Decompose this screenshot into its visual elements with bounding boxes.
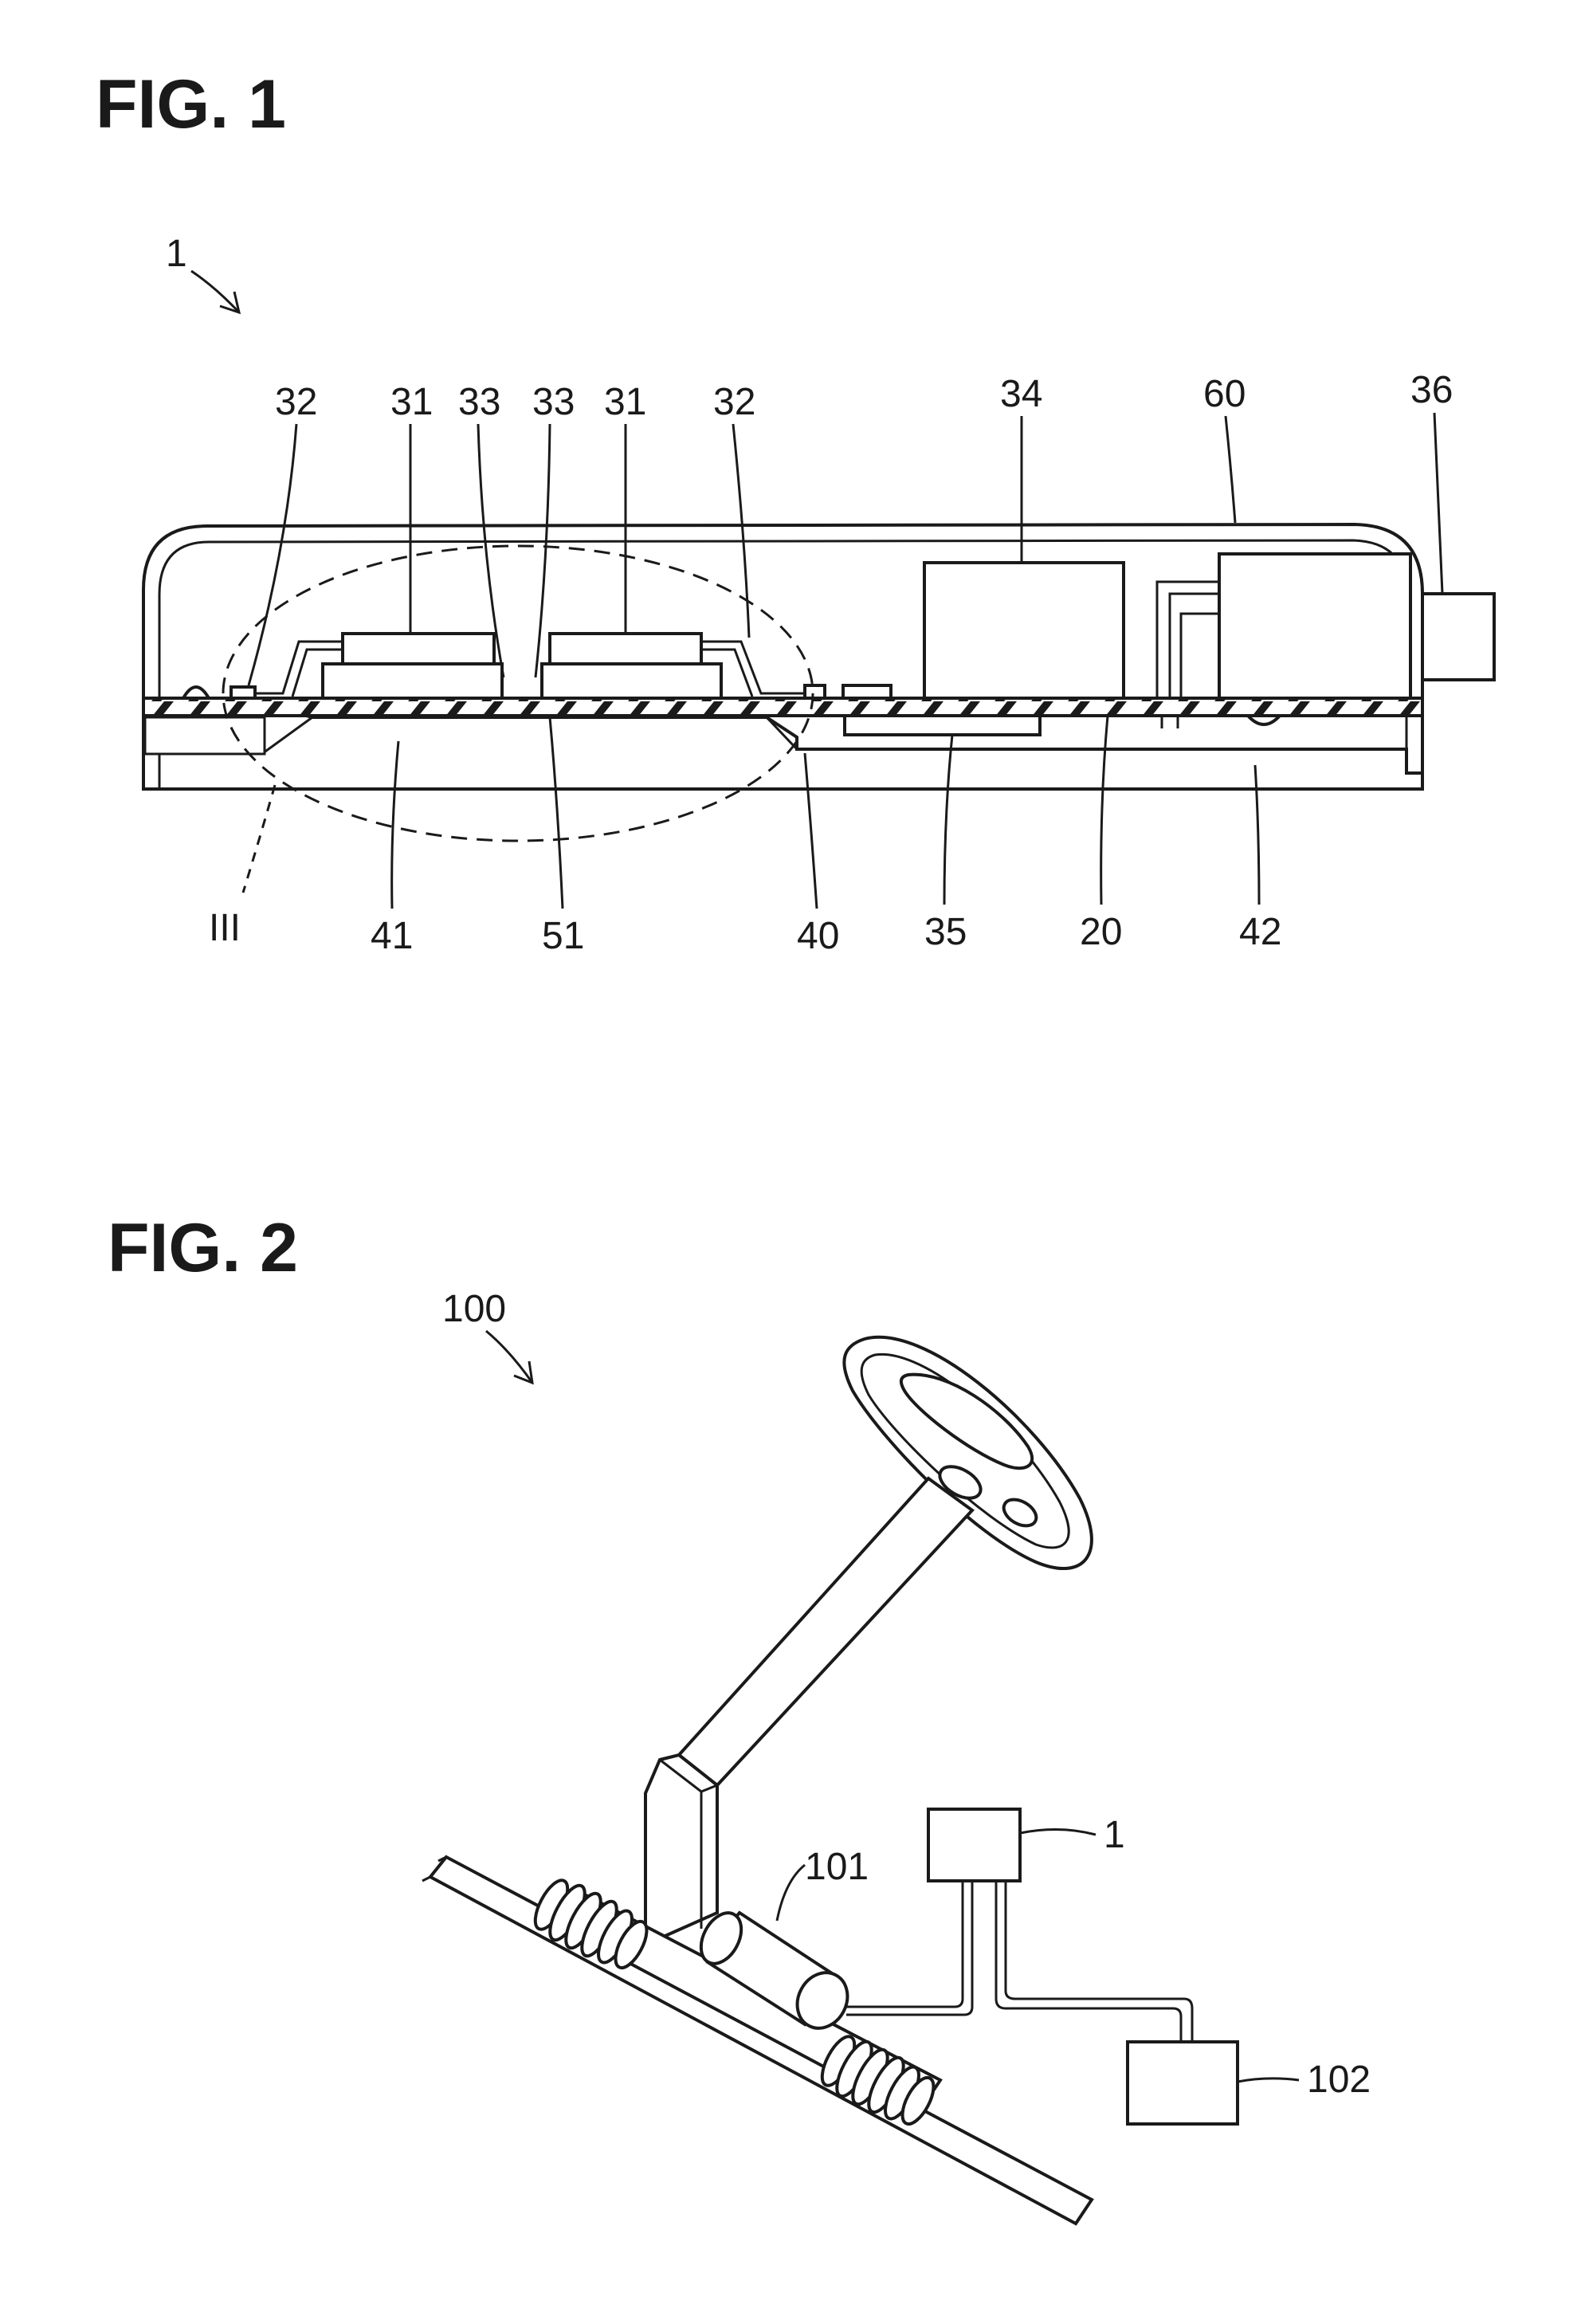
label-31-right: 31 bbox=[604, 381, 646, 423]
steering-column-lower bbox=[645, 1755, 717, 1945]
control-box-102 bbox=[1128, 2042, 1238, 2124]
wire-ecu-to-102-2 bbox=[1006, 1881, 1192, 2042]
label-32-left: 32 bbox=[275, 381, 317, 423]
region-III-leader bbox=[243, 785, 275, 893]
power-element-31-left-base bbox=[323, 664, 502, 698]
label-system-100-arrow bbox=[486, 1331, 532, 1383]
label-51: 51 bbox=[542, 915, 584, 957]
label-34: 34 bbox=[1000, 373, 1042, 415]
fig1-bottom-labels: III 41 51 40 35 20 42 bbox=[209, 907, 1281, 957]
lead-pad-left bbox=[231, 687, 255, 698]
wire-ecu-to-102 bbox=[996, 1881, 1181, 2042]
steering-column bbox=[679, 1478, 972, 1785]
connector-body bbox=[1219, 554, 1410, 698]
power-element-31-right-top bbox=[550, 634, 701, 664]
label-motor-102-leader bbox=[1238, 2079, 1299, 2082]
component-34 bbox=[924, 563, 1124, 698]
label-system-100: 100 bbox=[442, 1288, 506, 1330]
circuit-board-pattern bbox=[145, 700, 1421, 714]
label-36: 36 bbox=[1410, 369, 1453, 411]
label-ecu-1: 1 bbox=[1104, 1814, 1125, 1856]
wire-motor-to-ecu bbox=[846, 1881, 963, 2007]
fig1-bottom-leaders bbox=[392, 716, 1259, 909]
label-sensor-101-leader bbox=[777, 1865, 805, 1921]
label-device-1: 1 bbox=[166, 233, 187, 275]
component-35 bbox=[845, 716, 1040, 735]
figure-2-title: FIG. 2 bbox=[108, 1210, 298, 1286]
heat-sink-gap-left bbox=[145, 717, 265, 754]
region-III-outline bbox=[223, 546, 813, 841]
ecu-box bbox=[928, 1809, 1020, 1881]
label-31-left: 31 bbox=[390, 381, 433, 423]
screw-left-icon bbox=[183, 687, 209, 698]
label-41: 41 bbox=[371, 915, 413, 957]
label-sensor-101: 101 bbox=[805, 1846, 869, 1888]
figure-1-title: FIG. 1 bbox=[96, 66, 286, 143]
label-35: 35 bbox=[924, 911, 967, 953]
lead-pad-right bbox=[805, 685, 825, 698]
label-ecu-1-leader bbox=[1020, 1829, 1096, 1835]
label-device-1-arrow bbox=[191, 271, 239, 312]
label-42: 42 bbox=[1239, 911, 1281, 953]
small-part-top bbox=[843, 685, 891, 698]
figure-2: FIG. 2 100 bbox=[108, 1210, 1371, 2224]
connector-36 bbox=[1422, 594, 1494, 680]
label-III: III bbox=[209, 907, 241, 949]
wire-motor-to-ecu-2 bbox=[846, 1881, 972, 2015]
figure-1: FIG. 1 1 bbox=[96, 66, 1494, 957]
label-60: 60 bbox=[1203, 373, 1246, 415]
label-motor-102: 102 bbox=[1307, 2059, 1371, 2101]
screw-bottom-icon bbox=[1248, 716, 1280, 724]
fig1-top-labels: 32 31 33 33 31 32 34 60 36 bbox=[275, 369, 1453, 423]
label-20: 20 bbox=[1080, 911, 1122, 953]
power-element-31-right-base bbox=[542, 664, 721, 698]
power-element-31-left-top bbox=[343, 634, 494, 664]
label-33-right: 33 bbox=[532, 381, 575, 423]
heat-sink-base bbox=[143, 713, 1422, 789]
label-32-right: 32 bbox=[713, 381, 755, 423]
rack-housing bbox=[430, 1857, 1092, 2224]
label-33-left: 33 bbox=[458, 381, 500, 423]
label-40: 40 bbox=[797, 915, 839, 957]
